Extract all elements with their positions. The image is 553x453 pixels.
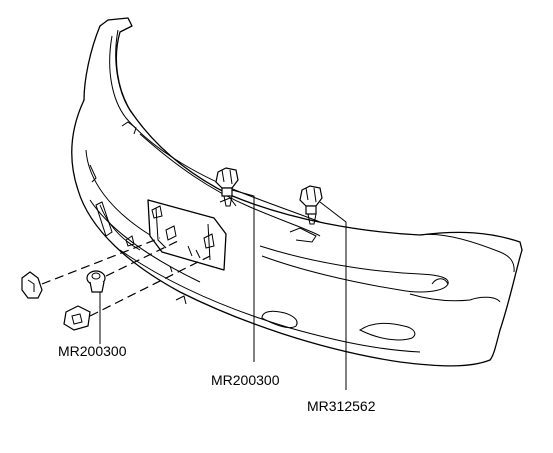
center-fastener-label: MR200300: [211, 372, 280, 388]
center-clip-fastener: [215, 167, 239, 207]
assembly-lines: [41, 237, 211, 317]
bumper-cover: [71, 17, 523, 367]
right-fastener-label: MR312562: [307, 398, 376, 414]
left-lower-clip: [63, 305, 91, 331]
callout-leaders: [99, 189, 347, 390]
right-clip-fastener: [299, 185, 323, 225]
left-push-rivet: [86, 270, 106, 293]
left-upper-clip: [21, 271, 43, 299]
left-fastener-label: MR200300: [58, 343, 127, 359]
